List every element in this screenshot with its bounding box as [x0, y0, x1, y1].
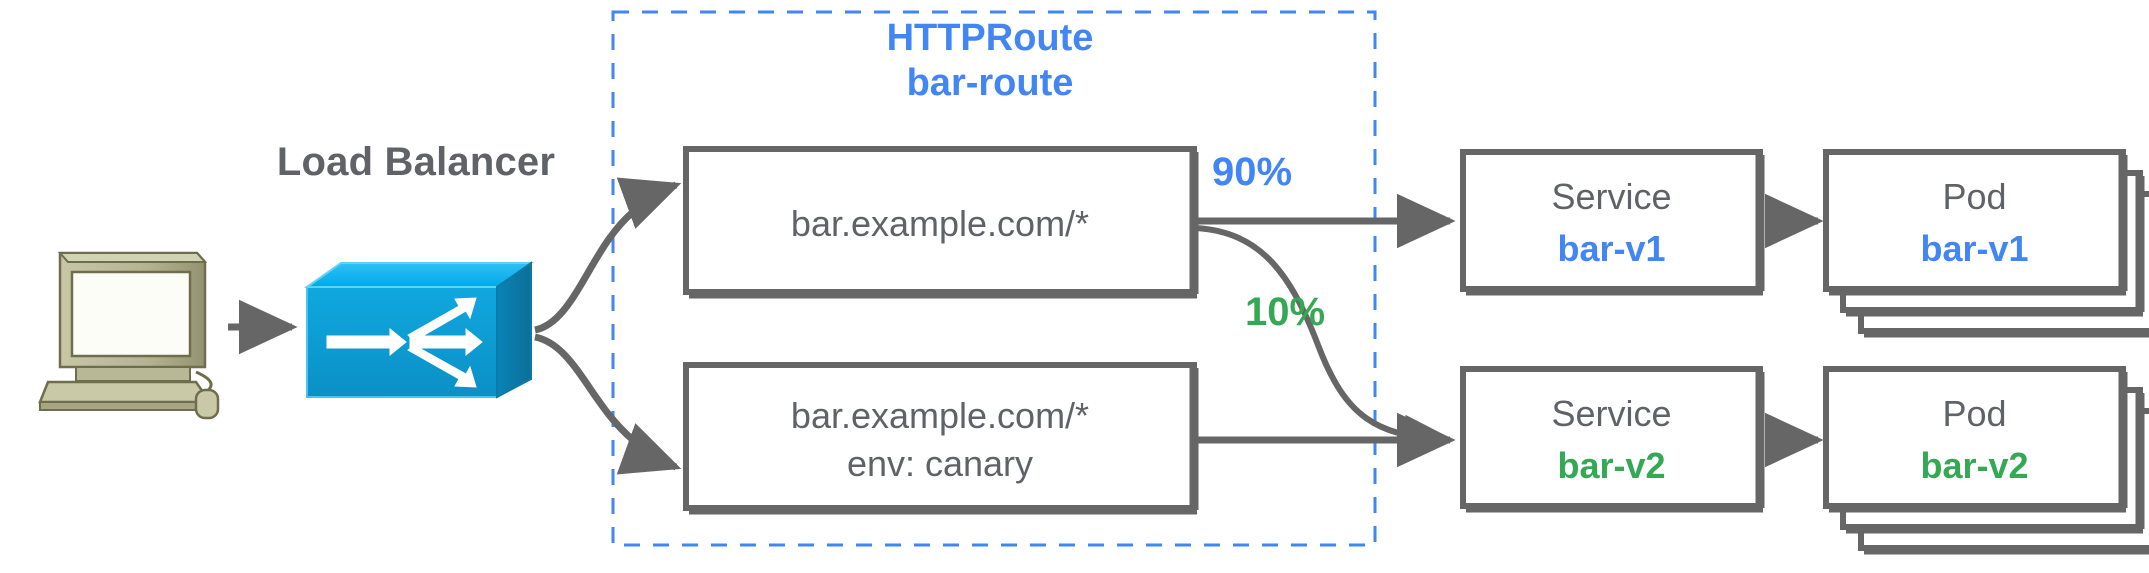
service-v2-kind: Service	[1551, 393, 1672, 434]
connector-lb-to-rule-2	[534, 333, 682, 475]
rule-1-match: bar.example.com/*	[790, 203, 1090, 244]
httproute-kind: HTTPRoute	[886, 17, 1094, 59]
service-v1-kind: Service	[1551, 176, 1672, 217]
weight-label-90: 90%	[1212, 150, 1293, 194]
pod-v1-kind: Pod	[1942, 176, 2007, 217]
weight-label-10: 10%	[1245, 290, 1326, 334]
network-switch-icon	[303, 261, 535, 399]
pod-v2-kind: Pod	[1942, 393, 2007, 434]
rule-2-match: bar.example.com/*	[790, 395, 1090, 436]
desktop-computer-icon	[38, 251, 220, 420]
connector-lb-to-rule-1	[534, 177, 682, 334]
pod-v2-name: bar-v2	[1920, 445, 2029, 486]
httproute-title: HTTPRoute bar-route	[680, 16, 1300, 106]
service-v1-name: bar-v1	[1557, 228, 1666, 269]
load-balancer-label: Load Balancer	[276, 140, 556, 184]
httproute-name: bar-route	[906, 61, 1074, 104]
pod-v1-name: bar-v1	[1920, 228, 2029, 269]
service-v2-name: bar-v2	[1557, 445, 1666, 486]
service-box-v2	[1460, 366, 1765, 513]
rule-2-header: env: canary	[846, 443, 1034, 484]
service-box-v1	[1460, 149, 1765, 296]
